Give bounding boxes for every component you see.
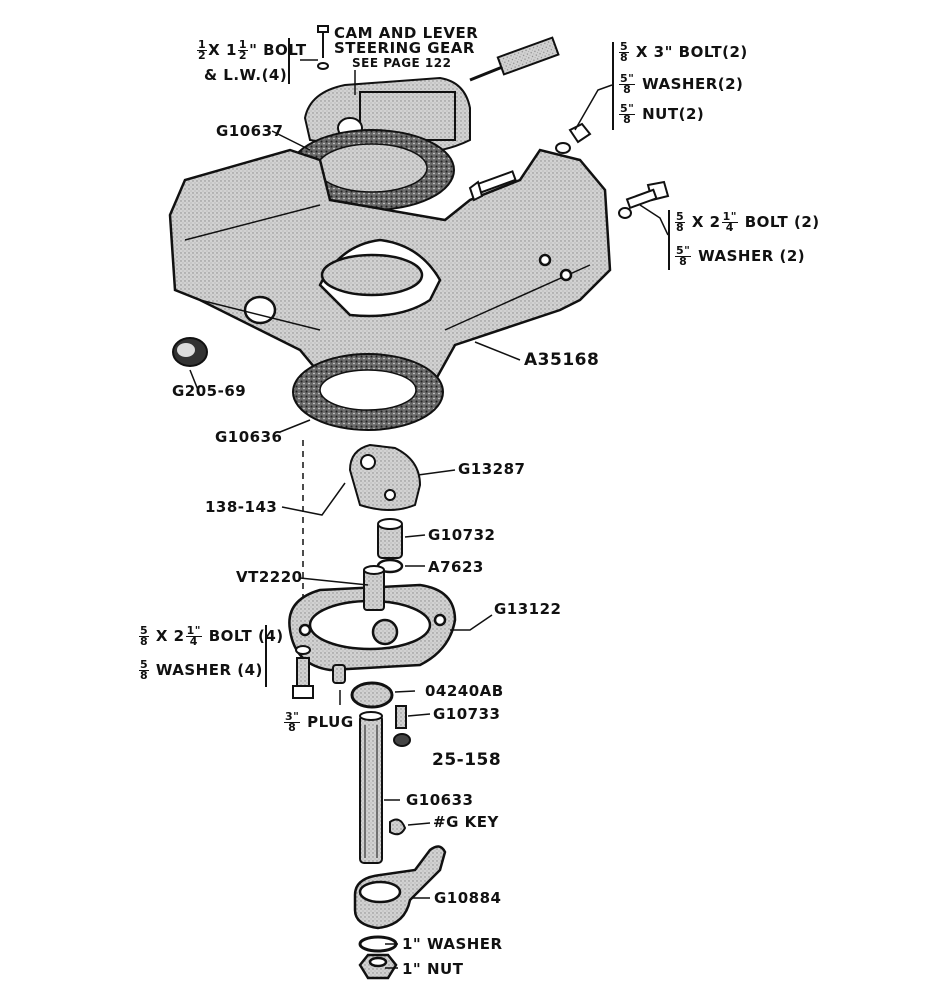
label-a35168: A35168 bbox=[524, 350, 600, 370]
pipe-plug-icon bbox=[332, 664, 346, 684]
label-g13287: G13287 bbox=[458, 460, 526, 478]
housing-plug bbox=[172, 337, 208, 367]
bracket-right-top bbox=[612, 42, 614, 130]
label-04240ab: 04240AB bbox=[425, 682, 504, 700]
label-plug: 3"8 PLUG bbox=[284, 710, 354, 734]
bracket-left-bottom bbox=[265, 625, 267, 687]
roller-pin bbox=[377, 518, 403, 559]
lock-nut bbox=[393, 733, 411, 747]
label-vt2220: VT2220 bbox=[236, 568, 303, 586]
label-g13122: G13122 bbox=[494, 600, 562, 618]
left-bolt-washer bbox=[292, 645, 314, 699]
bracket-right-bottom bbox=[668, 210, 670, 270]
label-25-158: 25-158 bbox=[432, 750, 502, 770]
label-top-bolt-lw: & L.W.(4) bbox=[204, 66, 288, 84]
label-rt-nut: 5"8 NUT(2) bbox=[619, 102, 705, 126]
pitman-arm bbox=[353, 845, 447, 930]
label-g10884: G10884 bbox=[434, 889, 502, 907]
adjusting-screw bbox=[395, 705, 407, 729]
label-a7623: A7623 bbox=[428, 558, 484, 576]
lower-gasket bbox=[292, 353, 444, 431]
main-housing bbox=[168, 148, 612, 402]
leader-lines bbox=[189, 59, 669, 969]
label-g10633: G10633 bbox=[406, 791, 474, 809]
housing-cover bbox=[288, 583, 457, 672]
cam-lever-part bbox=[348, 443, 422, 511]
label-g10637: G10637 bbox=[216, 122, 284, 140]
label-1-nut: 1" NUT bbox=[402, 960, 464, 978]
label-138-143: 138-143 bbox=[205, 498, 278, 516]
right-lower-bolt-set bbox=[618, 180, 670, 219]
label-1-washer: 1" WASHER bbox=[402, 935, 503, 953]
label-cam-line1: CAM AND LEVER bbox=[334, 24, 479, 42]
upper-gasket bbox=[289, 129, 455, 211]
sector-shaft bbox=[359, 711, 383, 864]
vt2220-pin bbox=[363, 565, 385, 611]
label-cam-line3: SEE PAGE 122 bbox=[352, 56, 452, 70]
label-g10732: G10732 bbox=[428, 526, 496, 544]
woodruff-key bbox=[389, 818, 407, 836]
top-bolt-icon bbox=[317, 25, 329, 70]
label-g205-69: G205-69 bbox=[172, 382, 247, 400]
bracket-top-bolt bbox=[288, 38, 290, 84]
label-g-key: #G KEY bbox=[433, 813, 499, 831]
label-g10636: G10636 bbox=[215, 428, 283, 446]
one-inch-nut bbox=[358, 953, 398, 980]
label-cam-line2: STEERING GEAR bbox=[334, 39, 475, 57]
label-rb-washer: 5"8 WASHER (2) bbox=[675, 244, 806, 268]
oil-seal bbox=[350, 681, 394, 709]
label-rt-washer: 5"8 WASHER(2) bbox=[619, 72, 744, 96]
label-g10733: G10733 bbox=[433, 705, 501, 723]
